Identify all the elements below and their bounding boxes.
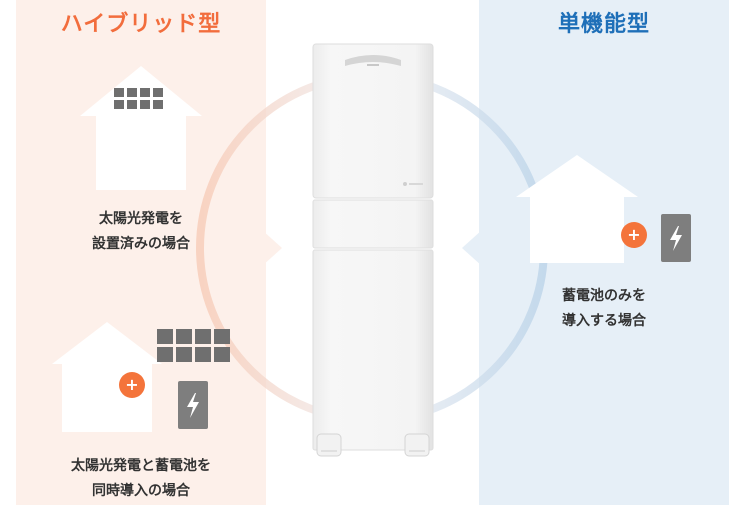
- battery-icon: [661, 214, 691, 262]
- left-notch: [262, 230, 282, 266]
- house-icon: [516, 155, 638, 263]
- battery-icon: [178, 381, 208, 429]
- solar-panel-icon: [157, 329, 230, 362]
- right-notch: [462, 230, 482, 266]
- hybrid-case1-caption: 太陽光発電を 設置済みの場合: [16, 207, 266, 257]
- hybrid-case2-line1: 太陽光発電と蓄電池を: [71, 458, 211, 474]
- hybrid-title: ハイブリッド型: [60, 12, 222, 37]
- single-function-title: 単機能型: [557, 12, 650, 37]
- plus-icon: +: [621, 222, 647, 248]
- single-case1-line1: 蓄電池のみを: [562, 288, 646, 304]
- single-case1-caption: 蓄電池のみを 導入する場合: [479, 284, 729, 334]
- house-icon: [52, 322, 162, 432]
- solar-panel-icon: [114, 88, 163, 109]
- plus-icon: +: [119, 372, 145, 398]
- storage-battery-unit: [309, 42, 437, 466]
- single-case1-line2: 導入する場合: [562, 313, 646, 329]
- hybrid-case1-line1: 太陽光発電を: [99, 211, 183, 227]
- hybrid-case2-line2: 同時導入の場合: [92, 483, 190, 499]
- house-icon: [80, 66, 202, 190]
- hybrid-case2-caption: 太陽光発電と蓄電池を 同時導入の場合: [16, 454, 266, 504]
- hybrid-case1-line2: 設置済みの場合: [92, 236, 190, 252]
